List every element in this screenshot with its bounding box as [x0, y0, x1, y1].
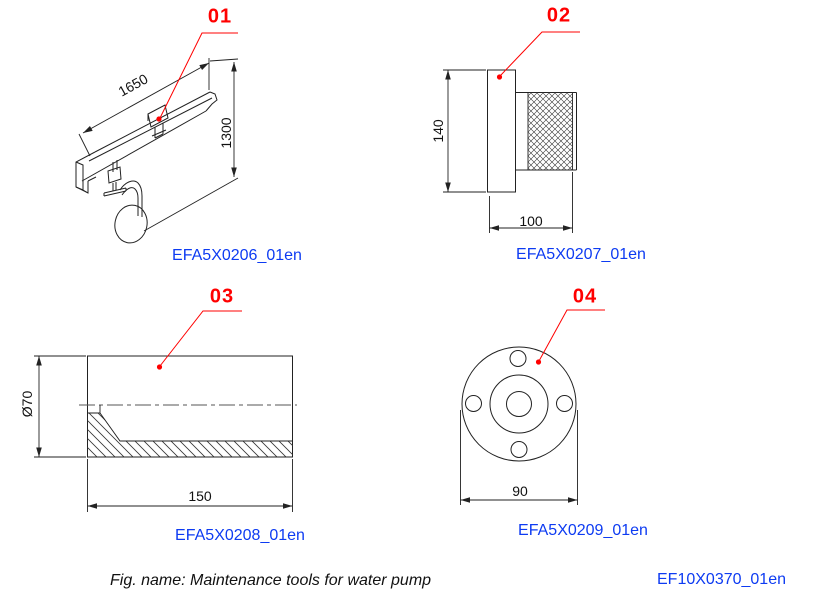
- figure-02-plug-tool-drawing: [443, 31, 580, 233]
- callout-number-04: 04: [572, 285, 598, 308]
- callout-leader-03: [156, 310, 242, 370]
- figure-caption: Fig. name: Maintenance tools for water p…: [110, 572, 432, 589]
- dimension-150: 150: [188, 488, 212, 504]
- callout-leader-04: [535, 309, 605, 365]
- dimension-90: 90: [512, 483, 528, 499]
- dimension-diameter-70: Ø70: [19, 390, 35, 418]
- figure-code-04: EFA5X0209_01en: [518, 522, 648, 539]
- dimension-100: 100: [519, 213, 543, 229]
- figure-03-sleeve-drawing: [34, 310, 297, 512]
- callout-number-02: 02: [546, 4, 572, 27]
- callout-leader-02: [496, 31, 580, 80]
- section-hatch: [87, 413, 293, 457]
- figure-code-02: EFA5X0207_01en: [516, 246, 646, 263]
- document-code: EF10X0370_01en: [657, 571, 786, 588]
- dimension-1300: 1300: [218, 117, 234, 149]
- figure-code-01: EFA5X0206_01en: [172, 247, 302, 264]
- callout-leader-01: [156, 32, 238, 122]
- dimension-140: 140: [430, 119, 446, 143]
- callout-number-01: 01: [207, 5, 233, 28]
- figure-code-03: EFA5X0208_01en: [175, 527, 305, 544]
- figure-04-flange-drawing: [460, 309, 605, 505]
- callout-number-03: 03: [209, 285, 235, 308]
- knurl-pattern: [528, 92, 573, 170]
- figure-01-rail-tool-drawing: [75, 32, 239, 244]
